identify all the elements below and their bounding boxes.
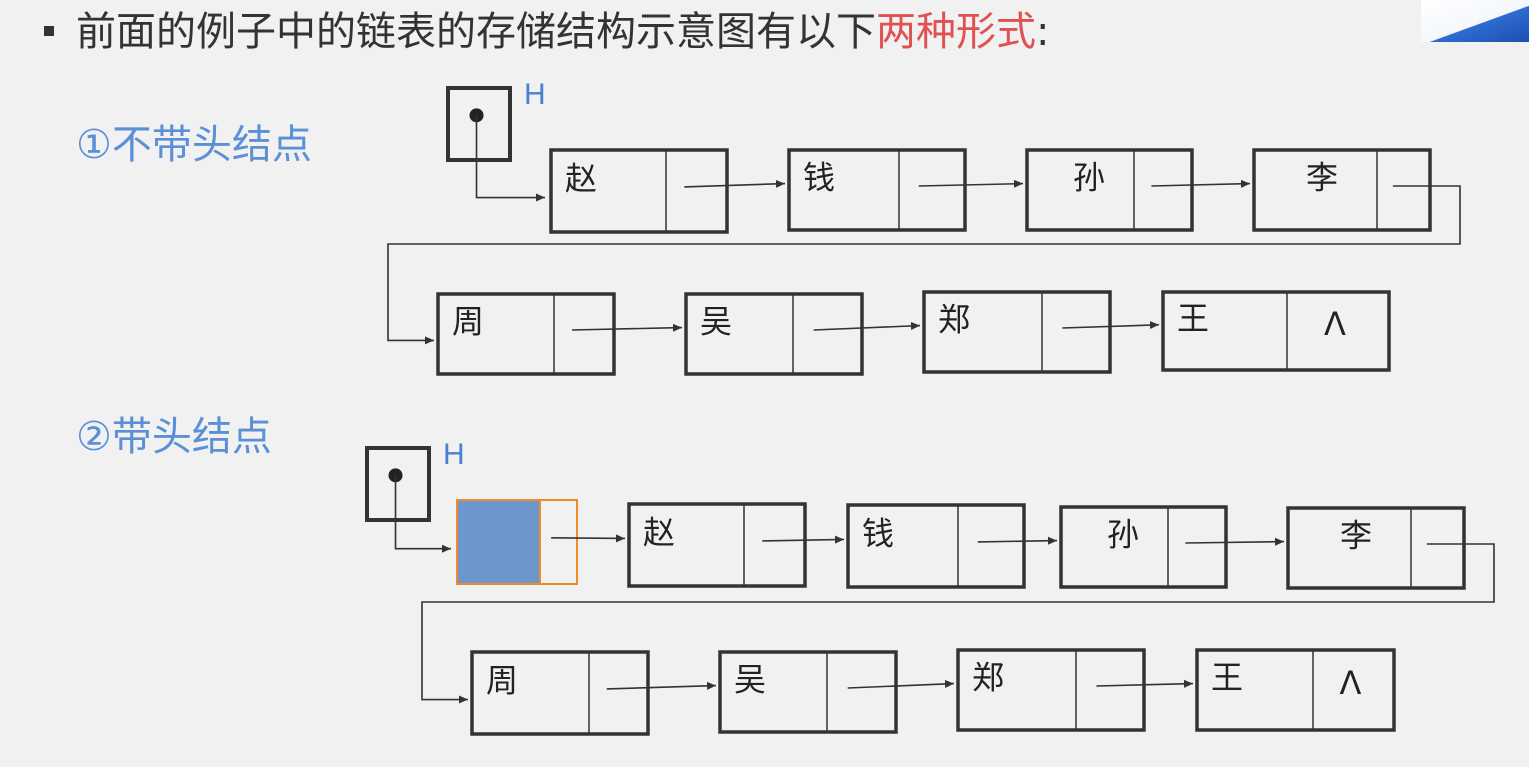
next-pointer-arrow [762, 535, 845, 544]
node-value: 吴 [734, 660, 766, 698]
next-pointer-arrow [1151, 179, 1251, 188]
title-suffix: : [1036, 9, 1050, 55]
list-node-box [1195, 648, 1396, 732]
node-value: 孙 [1107, 515, 1139, 553]
node-value: 王 [1211, 658, 1243, 696]
node-value: 孙 [1073, 158, 1105, 196]
node-value: 赵 [643, 513, 675, 551]
next-pointer-arrow [1096, 679, 1194, 688]
head-pointer-box [365, 446, 431, 522]
node-value: 王 [1177, 299, 1209, 337]
node-value: 钱 [803, 158, 835, 196]
list-node-box [627, 502, 807, 588]
list-node-box [470, 650, 650, 736]
head-pointer-label: H [524, 78, 546, 111]
head-pointer-arrow [475, 115, 545, 202]
node-value: 周 [452, 302, 484, 340]
next-pointer-arrow [551, 534, 626, 543]
next-pointer-arrow [571, 323, 683, 332]
next-pointer-arrow [847, 679, 955, 689]
slide-title: 前面的例子中的链表的存储结构示意图有以下两种形式: [76, 4, 1049, 60]
list-node-box [1286, 506, 1466, 590]
list-with-head-node: H 赵 钱 孙 李周 吴 郑 王 Λ [365, 438, 1495, 736]
list-node-box [718, 650, 898, 734]
null-pointer-symbol: Λ [1324, 305, 1346, 343]
node-value: 李 [1306, 158, 1338, 196]
title-highlight: 两种形式 [876, 9, 1036, 55]
head-pointer-box [446, 86, 512, 162]
head-node-data-field [457, 500, 540, 584]
node-value: 周 [486, 661, 518, 699]
next-pointer-arrow [813, 321, 921, 331]
node-value: 赵 [565, 159, 597, 197]
title-text: 前面的例子中的链表的存储结构示意图有以下 [76, 9, 876, 55]
list-node-box [1025, 148, 1194, 232]
head-pointer-label: H [443, 438, 465, 471]
section-label-with-head: ②带头结点 [76, 414, 272, 460]
next-pointer-arrow [977, 536, 1058, 545]
bullet-icon [44, 26, 54, 36]
list-node-box [684, 292, 864, 376]
list-without-head-node: H 赵 钱 孙 李周 吴 郑 王 Λ [387, 78, 1461, 376]
list-node-box [549, 148, 729, 234]
section-label-no-head: ①不带头结点 [76, 122, 312, 168]
wrap-pointer-arrow [421, 543, 1495, 704]
list-node-box [846, 503, 1026, 589]
corner-decoration [1421, 0, 1529, 42]
node-value: 钱 [862, 514, 894, 552]
null-pointer-symbol: Λ [1340, 664, 1362, 702]
node-value: 李 [1340, 516, 1372, 554]
list-node-box [922, 290, 1112, 374]
list-node-box [436, 292, 616, 376]
node-value: 郑 [938, 300, 970, 338]
node-value: 郑 [972, 658, 1004, 696]
head-node-box [456, 499, 578, 585]
node-value: 吴 [700, 302, 732, 340]
next-pointer-arrow [1185, 537, 1285, 546]
head-pointer-arrow [394, 475, 451, 553]
next-pointer-arrow [684, 179, 786, 188]
list-node-box [1252, 148, 1432, 232]
list-node-box [787, 148, 967, 232]
list-node-box [1059, 505, 1228, 589]
list-node-box [956, 648, 1146, 732]
wrap-pointer-arrow [387, 185, 1461, 345]
next-pointer-arrow [606, 681, 717, 690]
next-pointer-arrow [1062, 321, 1160, 330]
list-node-box [1161, 290, 1391, 372]
next-pointer-arrow [918, 179, 1024, 188]
